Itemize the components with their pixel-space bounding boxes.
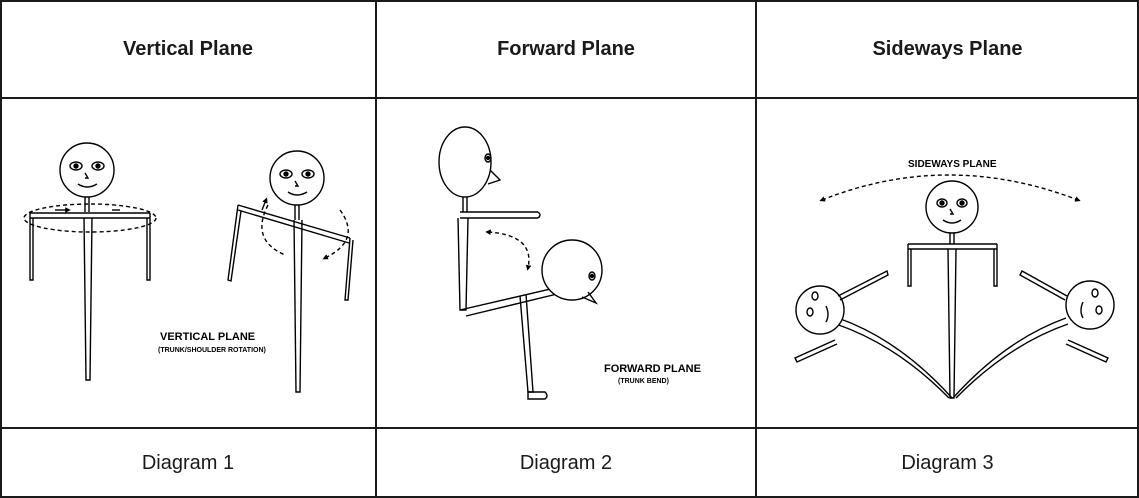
forward-plane-figure — [438, 126, 603, 400]
header-sideways-plane: Sideways Plane — [872, 37, 1023, 60]
footer-diagram-1: Diagram 1 — [141, 451, 235, 474]
sideways-plane-caption: SIDEWAYS PLANE — [908, 159, 997, 170]
footer-diagram-3: Diagram 3 — [901, 451, 994, 474]
sideways-plane-figure — [794, 174, 1115, 399]
vertical-plane-figure-right — [227, 150, 354, 393]
header-forward-plane: Forward Plane — [497, 37, 635, 60]
vertical-plane-caption-sub: (TRUNK/SHOULDER ROTATION) — [158, 347, 266, 354]
header-vertical-plane: Vertical Plane — [122, 37, 254, 60]
forward-plane-caption: FORWARD PLANE — [604, 363, 701, 375]
forward-plane-caption-sub: (TRUNK BEND) — [618, 378, 669, 385]
footer-diagram-2: Diagram 2 — [519, 451, 613, 474]
vertical-plane-figure-left — [23, 142, 157, 381]
vertical-plane-caption: VERTICAL PLANE — [160, 331, 255, 343]
